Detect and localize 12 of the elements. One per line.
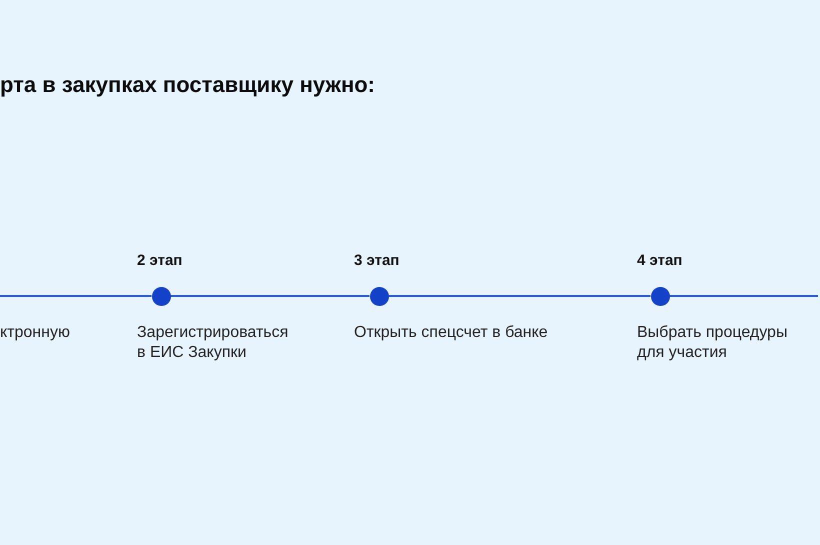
stage-heading: 4 этап bbox=[637, 251, 682, 271]
stage-description: Выбрать процедуры для участия bbox=[637, 323, 788, 363]
timeline-line bbox=[388, 295, 650, 297]
stage-heading: 3 этап bbox=[354, 251, 400, 271]
timeline-line bbox=[170, 295, 370, 297]
stage-description: Открыть спецсчет в банке bbox=[354, 323, 549, 343]
stage-description: Зарегистрироваться в ЕИС Закупки bbox=[137, 323, 290, 363]
stage-description: ктронную bbox=[0, 323, 70, 343]
timeline-line bbox=[0, 295, 152, 297]
title: рта в закупках поставщику нужно: bbox=[0, 71, 376, 99]
stage-heading: 2 этап bbox=[137, 251, 182, 271]
timeline-line bbox=[670, 295, 818, 297]
